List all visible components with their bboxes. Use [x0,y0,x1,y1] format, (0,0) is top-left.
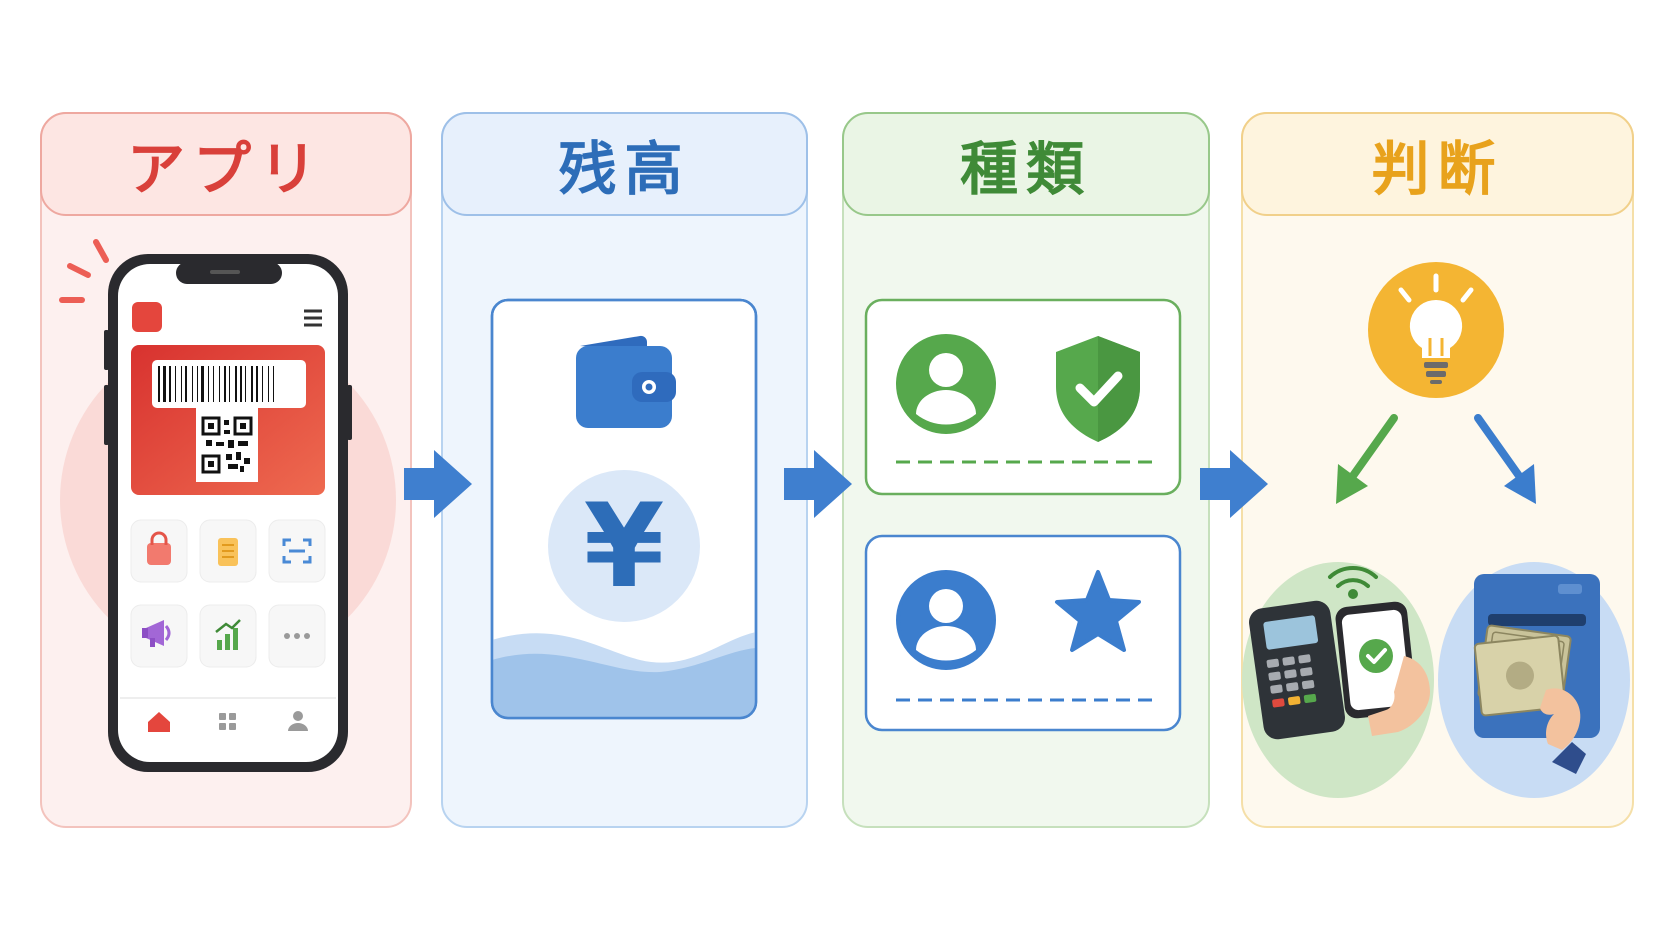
panel-type-header: 種類 [842,112,1210,216]
attention-marks-icon [59,239,109,303]
shield-check-icon [1056,336,1140,442]
panel-decision-header: 判断 [1241,112,1634,216]
nav-home-icon[interactable] [148,712,170,732]
type-illustration [864,298,1182,732]
megaphone-icon [142,620,171,647]
chart-icon [215,619,241,650]
arrow-down-left-icon [1336,414,1398,504]
arrow-right-icon [1200,450,1268,518]
arrow-down-right-icon [1474,414,1536,504]
phone-illustration [59,239,396,772]
panel-balance-header: 残高 [441,112,808,216]
atm-cash-icon [1473,574,1600,774]
panel-balance-title: 残高 [558,135,691,203]
nfc-signal-icon [1328,566,1378,599]
decision-illustration [1242,262,1630,798]
wallet-icon [576,335,676,428]
app-logo-icon [132,302,162,332]
user-avatar-green-icon [896,334,996,434]
arrow-right-icon [404,450,472,518]
more-icon [284,633,310,639]
panel-app-title: アプリ [126,135,325,203]
shopping-bag-icon [147,531,171,565]
nav-profile-icon[interactable] [288,711,308,731]
panel-decision-title: 判断 [1371,135,1504,203]
scan-icon [282,538,312,564]
qr-code-icon [201,416,253,475]
panel-type-title: 種類 [959,135,1092,203]
flow-arrows [404,450,1268,518]
yen-coin [548,470,700,622]
yen-symbol: ¥ [584,479,665,614]
balance-illustration: ¥ [490,298,758,720]
lightbulb-icon [1368,262,1504,398]
star-icon [1055,570,1141,652]
arrow-right-icon [784,450,852,518]
nav-grid-icon[interactable] [219,713,236,730]
app-shortcut-grid [130,519,326,668]
receipt-icon [218,538,238,566]
hamburger-menu-icon[interactable] [304,309,322,327]
contactless-terminal-icon [1249,566,1430,740]
barcode-icon [158,366,274,402]
panel-app-header: アプリ [40,112,412,216]
user-avatar-blue-icon [896,570,996,670]
